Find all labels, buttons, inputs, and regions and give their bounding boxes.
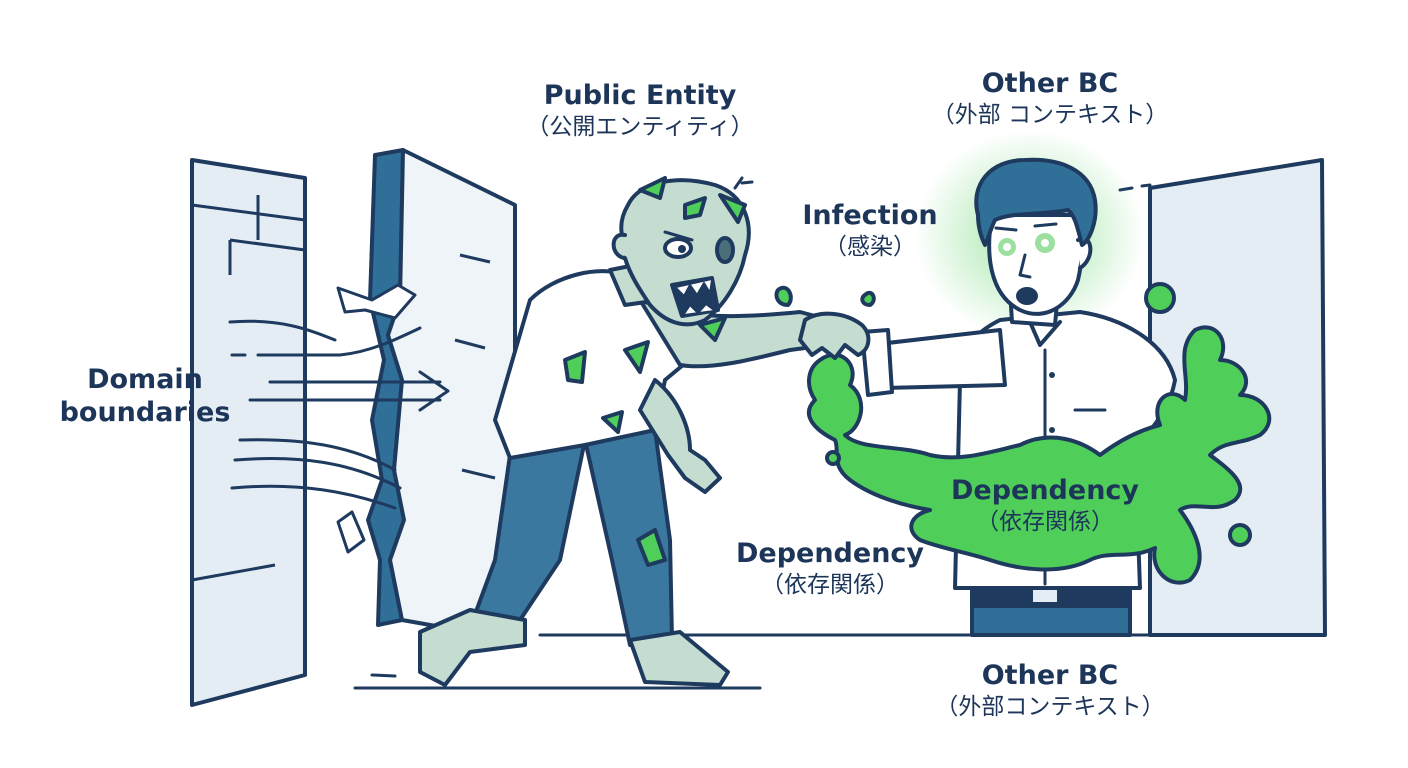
public-entity-subtitle: （公開エンティティ） [515,113,765,141]
other-bc-bottom-label: Other BC （外部コンテキスト） [920,660,1180,721]
infection-title: Infection [790,200,950,233]
domain-boundaries-label: Domain boundaries [40,364,250,430]
other-bc-top-title: Other BC [920,68,1180,101]
dependency-slime-subtitle: （依存関係） [945,508,1145,536]
public-entity-label: Public Entity （公開エンティティ） [515,80,765,141]
domain-boundaries-line2: boundaries [40,397,250,430]
domain-boundaries-line1: Domain [40,364,250,397]
man-arm [862,330,1005,395]
dependency-bottom-label: Dependency （依存関係） [720,538,940,599]
dependency-slime-title: Dependency [945,475,1145,508]
other-bc-bottom-subtitle: （外部コンテキスト） [920,693,1180,721]
dependency-bottom-subtitle: （依存関係） [720,571,940,599]
dependency-bottom-title: Dependency [720,538,940,571]
other-bc-bottom-title: Other BC [920,660,1180,693]
infection-subtitle: （感染） [790,233,950,261]
other-bc-top-subtitle: （外部 コンテキスト） [920,101,1180,129]
other-bc-top-label: Other BC （外部 コンテキスト） [920,68,1180,129]
infection-label: Infection （感染） [790,200,950,261]
dependency-slime-label: Dependency （依存関係） [945,475,1145,536]
domain-boundary-wall [192,160,305,705]
public-entity-title: Public Entity [515,80,765,113]
